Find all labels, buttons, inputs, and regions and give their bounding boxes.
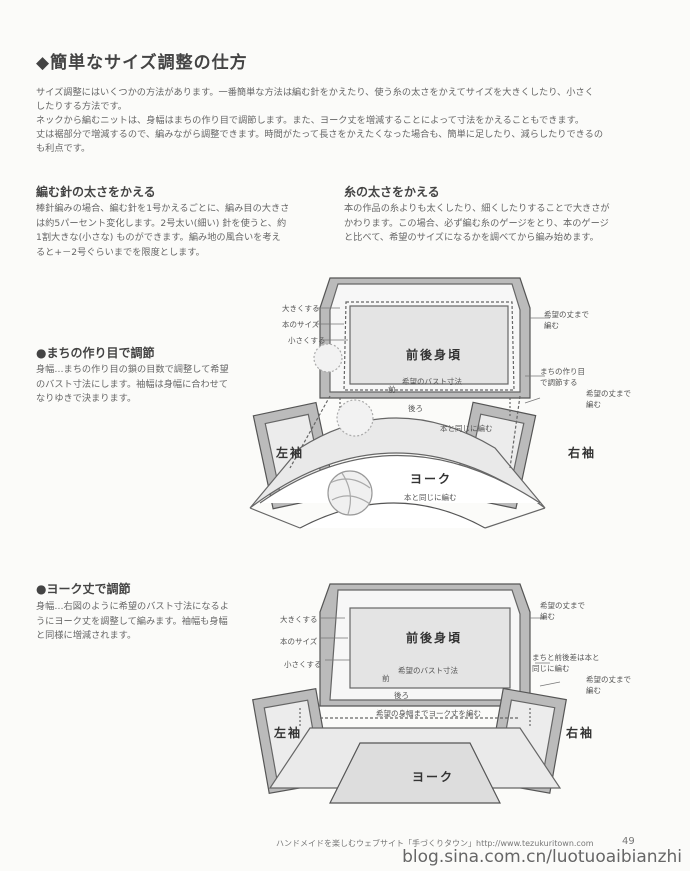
label2-size-larger: 大きくする <box>280 615 318 624</box>
yarn-line: 本の作品の糸よりも太くしたり、細くしたりすることで大きさが <box>344 203 610 214</box>
intro-line: も利点です。 <box>36 143 91 154</box>
label2-size-book: 本のサイズ <box>280 637 318 646</box>
label-line: 希望の丈まで <box>586 675 631 684</box>
label2-yoke: ヨーク <box>412 770 455 784</box>
label-left-sleeve: 左袖 <box>276 446 305 460</box>
yoke-line: と同様に増減されます。 <box>36 630 137 642</box>
label-line: 同じに編む <box>532 664 570 673</box>
label-same: 本と同じに編む <box>440 424 493 433</box>
yoke-line: 身幅…右図のように希望のバスト寸法になるよ <box>36 601 229 612</box>
label-sleeve-desired: 希望の丈まで 編む <box>586 388 631 410</box>
gusset-line: のバスト寸法にします。袖幅は身幅に合わせて <box>36 378 229 390</box>
footer-text: ハンドメイドを楽しむウェブサイト「手づくりタウン」http://www.tezu… <box>276 839 594 848</box>
label-gusset-adjust: まちの作り目 で調節する <box>540 366 585 388</box>
yoke-heading: ●ヨーク丈で調節 <box>36 582 131 596</box>
label-size-larger: 大きくする <box>282 304 320 313</box>
yarn-line: と比べて、希望のサイズになるかを調べてから編み始めます。 <box>344 232 599 244</box>
label2-left-sleeve: 左袖 <box>274 726 303 740</box>
label-desired-length: 希望の丈まで 編む <box>544 309 589 331</box>
intro-line: したりする方法です。 <box>36 101 127 112</box>
intro-text: サイズ調整にはいくつかの方法があります。一番簡単な方法は編む針をかえたり、使う糸… <box>36 86 636 156</box>
label-line: 編む <box>540 612 555 621</box>
label-line: まちと前後差は本と <box>532 653 600 662</box>
intro-line: ネックから編むニットは、身幅はまちの作り目で調節します。また、ヨーク丈を増減する… <box>36 115 585 126</box>
gusset-heading: ●まちの作り目で調節 <box>36 346 155 360</box>
yarn-body: 本の作品の糸よりも太くしたり、細くしたりすることで大きさが かわります。この場合… <box>344 202 644 246</box>
gusset-line: なりゆきで決まります。 <box>36 393 137 405</box>
label2-body: 前後身頃 <box>406 631 463 645</box>
label-line: まちの作り目 <box>540 367 585 376</box>
watermark: blog.sina.com.cn/luotuoaibianzhi <box>402 847 682 867</box>
label2-bust: 希望のバスト寸法 <box>398 666 458 675</box>
yarn-heading: 糸の太さをかえる <box>344 185 440 199</box>
needle-line: は約5パーセント変化します。2号太い(細い) 針を使うと、約 <box>36 217 287 229</box>
label-back: 後ろ <box>408 404 423 413</box>
label-size-smaller: 小さくする <box>288 336 326 345</box>
label-line: 希望の丈まで <box>544 310 589 319</box>
label-line: で調節する <box>540 378 578 387</box>
label2-front: 前 <box>382 674 390 683</box>
needle-line: 1割大きな(小さな) ものができます。編み地の風合いを考え <box>36 232 281 244</box>
label2-size-smaller: 小さくする <box>284 660 322 669</box>
yarn-line: かわります。この場合、必ず編む糸のゲージをとり、本のゲージ <box>344 217 609 229</box>
label-line: 編む <box>544 321 559 330</box>
label-front: 前 <box>388 385 396 394</box>
yoke-body: 身幅…右図のように希望のバスト寸法になるよ うにヨーク丈を調整して編みます。袖幅… <box>36 600 266 644</box>
label-line: 編む <box>586 400 601 409</box>
label-body: 前後身頃 <box>406 348 463 362</box>
label-line: 希望の丈まで <box>586 389 631 398</box>
page-title: ◆簡単なサイズ調整の仕方 <box>36 53 248 73</box>
label2-right-sleeve: 右袖 <box>566 726 595 740</box>
label2-yoke-knit: 希望の身幅までヨーク丈を編む <box>376 709 481 718</box>
label2-gusset-same: まちと前後差は本と 同じに編む <box>532 652 600 674</box>
label-size-book: 本のサイズ <box>282 320 320 329</box>
page-number: 49 <box>622 836 635 847</box>
needle-heading: 編む針の太さをかえる <box>36 185 156 199</box>
label2-desired-length: 希望の丈まで 編む <box>540 600 585 622</box>
label-yoke-same: 本と同じに編む <box>404 493 457 502</box>
label2-sleeve-desired: 希望の丈まで 編む <box>586 674 631 696</box>
gusset-line: 身幅…まちの作り目の鎖の目数で調整して希望 <box>36 364 229 375</box>
needle-line: 棒針編みの場合、編む針を1号かえるごとに、編み目の大きさ <box>36 203 290 214</box>
label-line: 編む <box>586 686 601 695</box>
label-line: 希望の丈まで <box>540 601 585 610</box>
label-yoke: ヨーク <box>410 472 453 486</box>
label-bust: 希望のバスト寸法 <box>402 377 462 386</box>
label-right-sleeve: 右袖 <box>568 446 597 460</box>
intro-line: 丈は裾部分で増減するので、編みながら調整できます。時間がたって長さをかえたくなっ… <box>36 129 604 140</box>
needle-body: 棒針編みの場合、編む針を1号かえるごとに、編み目の大きさ は約5パーセント変化し… <box>36 202 326 260</box>
diagram-yoke <box>252 583 567 804</box>
diagram-gusset <box>249 277 550 529</box>
intro-line: サイズ調整にはいくつかの方法があります。一番簡単な方法は編む針をかえたり、使う糸… <box>36 87 594 98</box>
yoke-line: うにヨーク丈を調整して編みます。袖幅も身幅 <box>36 615 228 627</box>
gusset-body: 身幅…まちの作り目の鎖の目数で調整して希望 のバスト寸法にします。袖幅は身幅に合… <box>36 363 266 407</box>
needle-line: ると+－2号ぐらいまでを限度とします。 <box>36 246 205 258</box>
label2-back: 後ろ <box>394 691 409 700</box>
